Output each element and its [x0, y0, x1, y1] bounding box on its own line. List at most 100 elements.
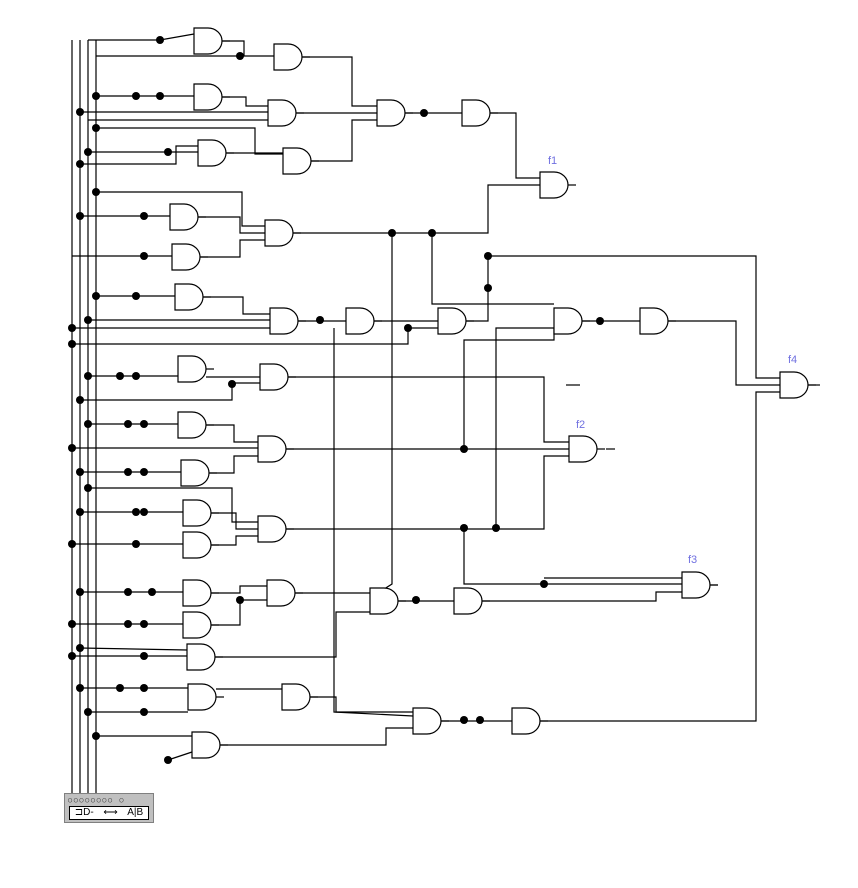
junction-dot — [140, 468, 148, 476]
wire — [490, 112, 540, 179]
junction-dot — [460, 524, 468, 532]
and-gate-9[interactable] — [169, 203, 199, 231]
and-gate-21[interactable] — [177, 411, 207, 439]
word-generator-label: A|B — [127, 807, 144, 818]
junction-dot — [540, 580, 548, 588]
and-gate-14[interactable] — [345, 307, 375, 335]
output-label-f4: f4 — [788, 354, 797, 366]
and-gate-24[interactable] — [568, 435, 598, 463]
wire — [431, 233, 554, 305]
and-gate-17[interactable] — [639, 307, 669, 335]
and-gate-28[interactable] — [182, 579, 212, 607]
junction-dot — [140, 708, 148, 716]
wire — [495, 327, 554, 529]
and-gate-36[interactable] — [281, 683, 311, 711]
junction-dot — [92, 124, 100, 132]
and-gate-22[interactable] — [257, 435, 287, 463]
and-gate-7[interactable] — [461, 99, 491, 127]
and-gate-32[interactable] — [453, 587, 483, 615]
wire — [80, 382, 260, 401]
and-gate-23[interactable] — [180, 459, 210, 487]
and-gate-25[interactable] — [182, 499, 212, 527]
junction-dot — [124, 620, 132, 628]
output-label-f3: f3 — [688, 554, 697, 566]
and-gate-1[interactable] — [273, 43, 303, 71]
wire — [302, 56, 377, 107]
and-gate-6[interactable] — [376, 99, 406, 127]
junction-dot — [412, 596, 420, 604]
and-gate-5[interactable] — [282, 147, 312, 175]
wire — [482, 591, 682, 602]
junction-dot — [124, 588, 132, 596]
junction-dot — [84, 708, 92, 716]
wire — [72, 327, 438, 345]
junction-dot — [68, 444, 76, 452]
junction-dot — [76, 108, 84, 116]
junction-dot — [316, 316, 324, 324]
junction-dot — [124, 420, 132, 428]
and-gate-16[interactable] — [553, 307, 583, 335]
wire — [79, 647, 188, 651]
junction-dot — [92, 292, 100, 300]
and-gate-30[interactable] — [182, 611, 212, 639]
junction-dot — [92, 732, 100, 740]
junction-dot — [156, 92, 164, 100]
and-gate-11[interactable] — [171, 243, 201, 271]
and-gate-38[interactable] — [511, 707, 541, 735]
and-gate-19[interactable] — [177, 355, 207, 383]
and-gate-35[interactable] — [187, 683, 217, 711]
double-arrow-icon: ⟷ — [103, 807, 118, 818]
and-gate-29[interactable] — [266, 579, 296, 607]
wire — [211, 585, 267, 594]
and-gate-31[interactable] — [369, 587, 399, 615]
word-generator-pins: ○○○○○○○○ ○ — [68, 796, 126, 804]
junction-dot — [84, 420, 92, 428]
wire — [463, 328, 555, 449]
junction-dot — [164, 148, 172, 156]
junction-dot — [460, 716, 468, 724]
wire — [211, 535, 258, 546]
wire — [211, 599, 267, 626]
and-gate-10[interactable] — [264, 219, 294, 247]
and-gate-27[interactable] — [182, 531, 212, 559]
junction-dot — [164, 756, 172, 764]
and-gate-26[interactable] — [257, 515, 287, 543]
and-gate-18[interactable] — [779, 371, 809, 399]
junction-dot — [132, 292, 140, 300]
junction-dot — [148, 588, 156, 596]
and-gate-37[interactable] — [412, 707, 442, 735]
wire — [668, 320, 780, 386]
word-generator[interactable]: ○○○○○○○○ ○ ⊐D- ⟷ A|B — [64, 793, 154, 823]
junction-dot — [76, 588, 84, 596]
junction-dot — [388, 229, 396, 237]
and-gate-15[interactable] — [437, 307, 467, 335]
and-gate-39[interactable] — [191, 731, 221, 759]
wire — [198, 216, 265, 234]
junction-dot — [92, 188, 100, 196]
and-gate-8[interactable] — [539, 171, 569, 199]
and-gate-12[interactable] — [174, 283, 204, 311]
junction-dot — [140, 212, 148, 220]
gates — [169, 27, 809, 759]
wire — [209, 455, 258, 474]
output-label-f1: f1 — [548, 155, 557, 167]
and-gate-4[interactable] — [197, 139, 227, 167]
and-gate-33[interactable] — [681, 571, 711, 599]
junction-dot — [76, 212, 84, 220]
word-generator-display: ⊐D- ⟷ A|B — [69, 806, 149, 820]
and-gate-13[interactable] — [269, 307, 299, 335]
and-gate-34[interactable] — [186, 643, 216, 671]
and-gate-3[interactable] — [267, 99, 297, 127]
gate-icon: ⊐D- — [74, 807, 94, 818]
junction-dot — [132, 540, 140, 548]
junction-dot — [404, 324, 412, 332]
junction-dot — [140, 420, 148, 428]
junction-dot — [84, 484, 92, 492]
and-gate-2[interactable] — [193, 83, 223, 111]
wire — [288, 376, 569, 443]
and-gate-0[interactable] — [193, 27, 223, 55]
and-gate-20[interactable] — [259, 363, 289, 391]
wire — [369, 233, 393, 599]
junctions — [68, 36, 604, 764]
junction-dot — [84, 148, 92, 156]
